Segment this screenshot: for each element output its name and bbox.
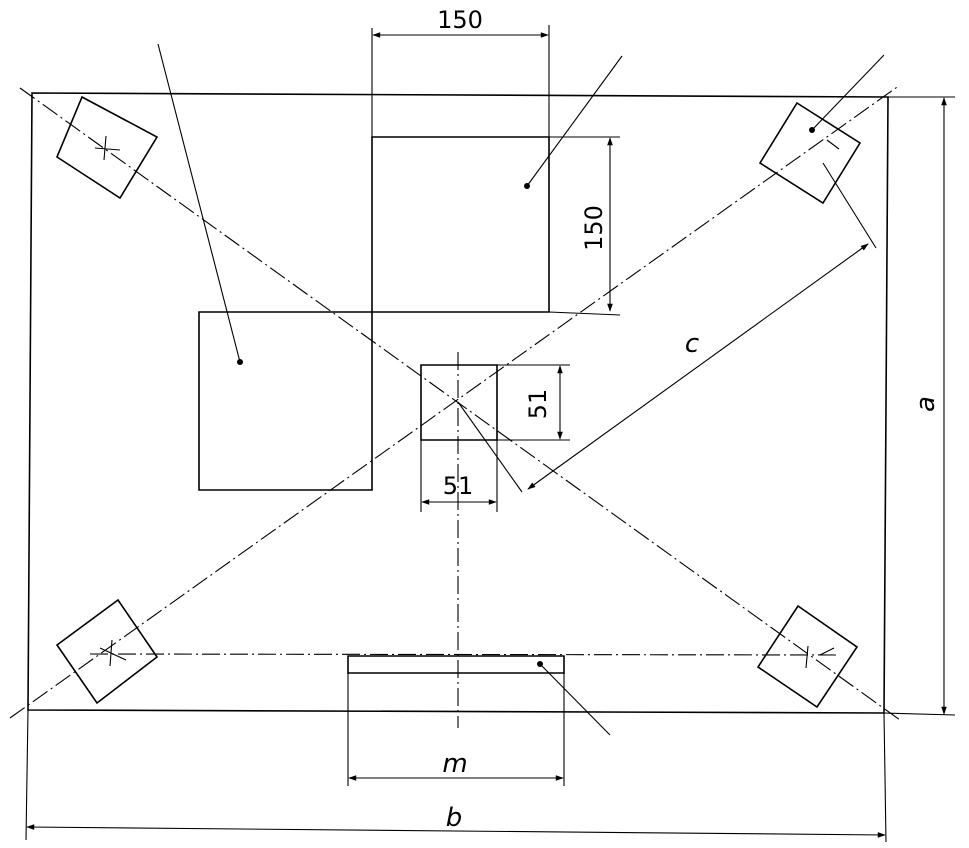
leader-bottom-slot [539, 663, 611, 736]
leader-top-square [526, 55, 623, 187]
dimension-label-c: c [685, 329, 699, 359]
dimension-center-height: 51 [497, 364, 570, 441]
dimension-top-height: 150 [548, 136, 621, 316]
dimension-label-51-bottom: 51 [443, 472, 474, 500]
dimension-label-b: b [446, 803, 463, 833]
dimension-label-m: m [442, 749, 467, 779]
dimension-label-a: a [911, 396, 941, 412]
left-square-cutout [198, 311, 373, 491]
corner-foot-bottom-right [756, 604, 859, 709]
dimension-slot-width: m [347, 673, 565, 786]
leader-left-square [157, 43, 241, 363]
dimension-label-150-top: 150 [437, 6, 483, 34]
dimension-label-150-side: 150 [580, 205, 608, 251]
bottom-slot [347, 655, 565, 674]
dimension-overall-height: a [883, 96, 956, 716]
corner-foot-top-right [758, 101, 862, 205]
dimension-overall-width: b [25, 709, 887, 843]
dimension-label-51-side: 51 [524, 389, 552, 420]
leader-top-right-foot [811, 54, 885, 131]
horizontal-centerline [89, 653, 841, 656]
corner-foot-top-left [56, 95, 159, 200]
diagonal-centerline-2 [9, 84, 901, 719]
top-square-cutout [371, 136, 550, 313]
dimension-center-width: 51 [420, 440, 498, 512]
dimension-top-width: 150 [371, 6, 550, 137]
dimension-diagonal: c [457, 162, 877, 493]
corner-foot-bottom-left [55, 598, 159, 705]
